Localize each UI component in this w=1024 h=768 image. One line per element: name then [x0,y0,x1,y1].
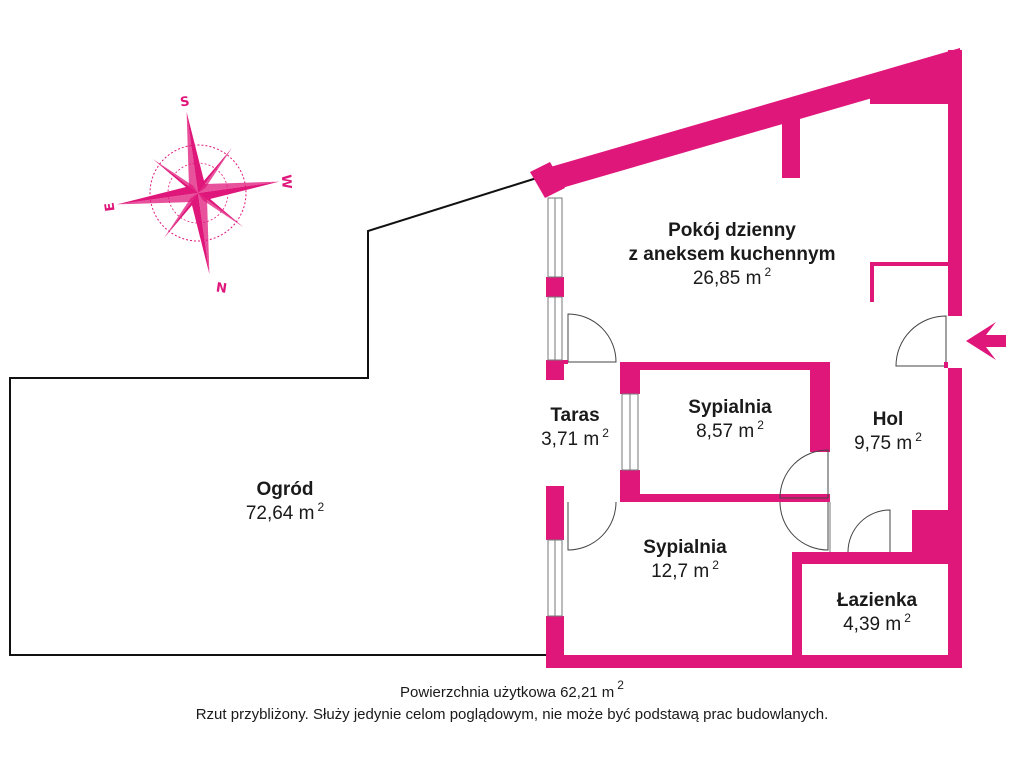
wall-bedroom1-left-bottom [620,470,640,500]
wall-bedroom1-left-top [620,362,640,394]
wall-right [948,50,962,316]
compass-label-left: E [103,201,119,212]
wall-bedroom1-right [810,362,830,452]
partition-kitchen [870,262,948,302]
door-bathroom [847,509,891,553]
wall-bedroom2-left-top [546,486,564,540]
door-bedroom1 [779,449,829,499]
wall-left-bottom-segment [546,360,564,380]
wall-left-top-segment [546,277,564,297]
door-terrace-bottom [567,501,617,551]
disclaimer-note: Rzut przybliżony. Służy jedynie celom po… [195,706,829,723]
label-living-room: Pokój dzienny z aneksem kuchennym 26,85 … [628,220,836,289]
wall-bedroom1-top [620,362,830,370]
door-terrace-top [567,313,617,363]
door-entrance [895,315,947,367]
wall-top-diagonal [540,48,962,192]
wall-pillar-top [782,104,800,178]
wall-right-lower [948,368,962,668]
wall-bottom [546,655,962,668]
door-bedroom2 [779,501,829,551]
compass-label-right: W [278,174,294,189]
entrance-arrow-icon [966,322,1006,360]
wall-bath-block [912,510,948,560]
wall-bath-left [792,552,802,668]
compass-label-top: S [179,94,190,110]
wall-corner-block [530,162,565,198]
wall-corner-fill [870,48,960,104]
compass-rose-icon: S N W E [103,94,294,296]
compass-label-bottom: N [215,280,228,296]
garden-outline [9,176,548,656]
wall-bath-top [792,552,962,564]
